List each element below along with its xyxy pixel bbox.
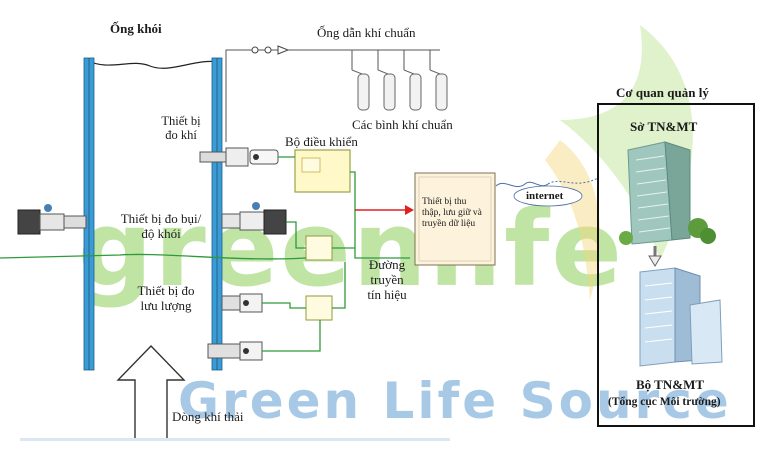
ministry-building-icon — [639, 267, 723, 367]
signal-path-label: Đường truyền tín hiệu — [356, 257, 418, 303]
gas-device-label-line2: đo khí — [165, 128, 197, 143]
data-flow-arrow — [355, 205, 414, 215]
dust-device-label: Thiết bị đo bụi/ độ khói — [107, 211, 215, 242]
flow-meter-bottom — [207, 341, 263, 361]
flow-device-label-line1: Thiết bị đo — [137, 283, 195, 298]
watermark-logo: greenlife — [78, 188, 624, 310]
ministry-label: Bộ TN&MT — [636, 377, 705, 392]
data-logger-label-line3: truyền dữ liệu — [422, 218, 476, 229]
chimney-label: Ống khói — [110, 21, 162, 36]
data-logger-label-line2: thập, lưu giữ và — [422, 207, 482, 218]
controller-box — [294, 149, 351, 193]
watermark-source: Green Life Source — [178, 372, 732, 430]
chimney — [83, 57, 223, 371]
signal-path-label-line2: truyền — [370, 271, 404, 287]
watermark-source-text: Green Life Source — [178, 372, 732, 430]
dust-device-label-line1: Thiết bị đo bụi/ — [120, 211, 202, 226]
gas-pipe — [225, 49, 440, 142]
signal-lines — [0, 156, 410, 352]
internet-label: internet — [526, 190, 564, 202]
gas-cylinders-label: Các bình khí chuẩn — [352, 117, 453, 132]
dept-building-icon — [619, 141, 716, 245]
dust-device-label-line2: độ khói — [141, 225, 181, 241]
gas-device-label-line1: Thiết bị — [161, 114, 201, 128]
flow-device-label-line2: lưu lượng — [140, 297, 192, 313]
report-arrow — [648, 246, 662, 267]
controller-label: Bộ điều khiển — [285, 134, 358, 149]
dust-meter-left — [17, 204, 87, 235]
data-logger-label: Thiết bị thu thập, lưu giữ và truyền dữ … — [422, 197, 482, 230]
gas-cylinders — [351, 69, 448, 111]
data-logger-label-line1: Thiết bị thu — [422, 197, 467, 207]
exhaust-flow-label: Dòng khí thải — [172, 409, 244, 424]
signal-path-label-line1: Đường — [368, 257, 406, 272]
dept-label: Sở TN&MT — [630, 119, 698, 134]
gas-analyzer-device — [199, 147, 279, 167]
gas-device-label: Thiết bị đo khí — [153, 114, 209, 143]
internet-link — [495, 177, 599, 188]
watermark-strip — [20, 438, 450, 441]
data-logger-box — [414, 172, 496, 266]
watermark-logo-text: greenlife — [78, 188, 624, 310]
authority-panel — [597, 103, 755, 427]
flow-device-label: Thiết bị đo lưu lượng — [126, 283, 206, 314]
signal-path-label-line3: tín hiệu — [367, 286, 407, 302]
gas-valve-icon — [251, 45, 290, 55]
junction-boxes — [305, 235, 333, 321]
gas-pipe-label: Ống dẫn khí chuẩn — [317, 25, 416, 40]
internet-cloud-icon — [513, 185, 583, 207]
flow-meter-top — [221, 293, 263, 313]
ministry-sub-label: (Tổng cục Môi trường) — [608, 396, 721, 408]
watermark-swoosh — [545, 140, 600, 300]
authority-title: Cơ quan quản lý — [616, 85, 709, 100]
dust-meter-right — [221, 202, 287, 235]
exhaust-flow-arrow — [116, 344, 186, 441]
